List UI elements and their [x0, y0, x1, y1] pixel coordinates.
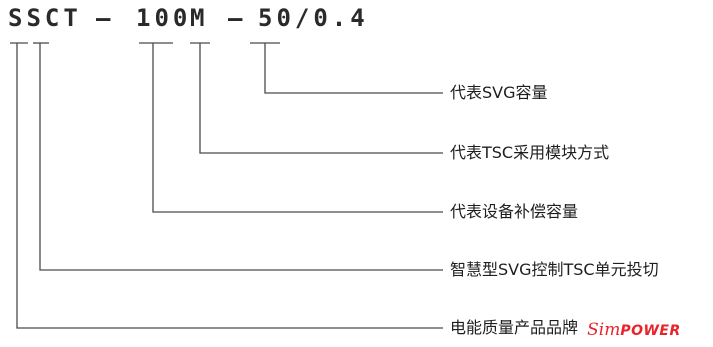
code-svg-rating: 50/0.4 [258, 4, 369, 32]
code-dash-1: – [96, 4, 115, 32]
label-tsc-module: 代表TSC采用模块方式 [450, 143, 610, 162]
connector-svg-tsc-unit [39, 43, 443, 271]
label-svg-tsc-unit: 智慧型SVG控制TSC单元投切 [450, 260, 659, 279]
simpower-logo: SimPOWER [587, 320, 681, 341]
label-compensation-capacity: 代表设备补偿容量 [450, 202, 579, 221]
code-series: SSCT [8, 4, 82, 32]
label-brand-row: 电能质量产品品牌 SimPOWER [450, 318, 681, 341]
code-module: M [190, 4, 209, 32]
connector-svg-capacity [264, 43, 443, 94]
connector-brand [16, 43, 443, 329]
connector-tsc-module [199, 43, 443, 154]
code-capacity: 100 [136, 4, 192, 32]
connector-compensation [152, 43, 443, 213]
label-svg-capacity: 代表SVG容量 [450, 83, 548, 102]
logo-bold-text: POWER [620, 323, 681, 339]
label-brand: 电能质量产品品牌 [450, 318, 579, 337]
logo-script-text: Sim [587, 320, 621, 340]
code-dash-2: – [228, 4, 247, 32]
